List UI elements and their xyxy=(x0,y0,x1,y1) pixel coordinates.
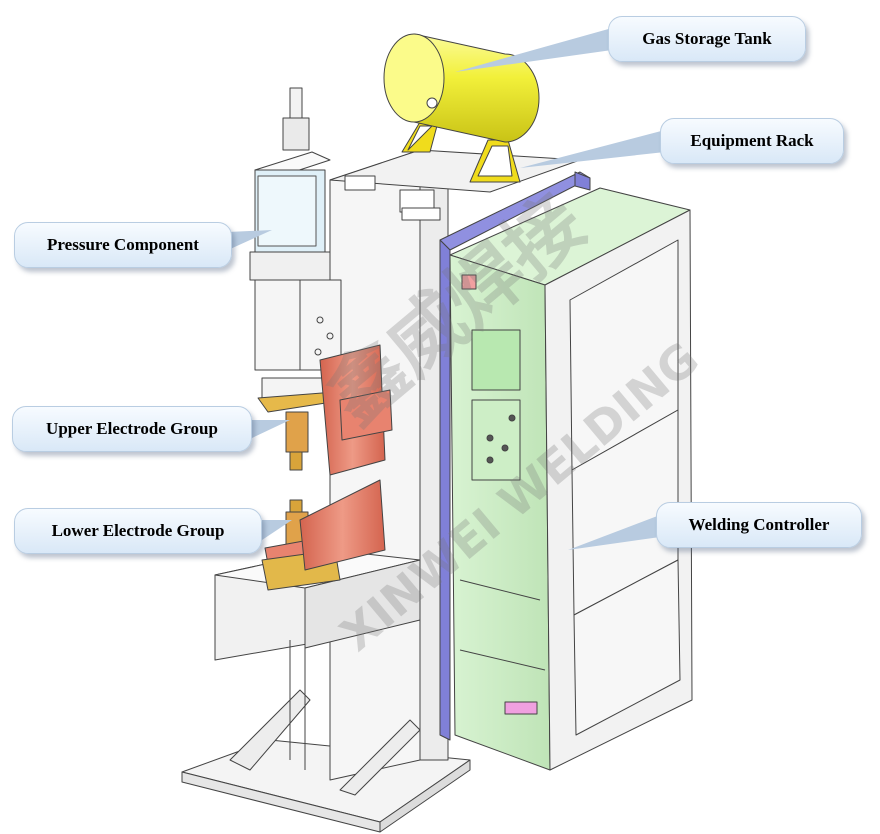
callout-pointers xyxy=(228,28,665,550)
pressure-component xyxy=(249,87,342,371)
label-welding-controller: Welding Controller xyxy=(656,502,862,548)
label-pressure-component: Pressure Component xyxy=(14,222,232,268)
welding-controller xyxy=(449,187,693,771)
lower-electrode-group xyxy=(261,479,386,591)
label-equipment-rack: Equipment Rack xyxy=(660,118,844,164)
label-gas-storage-tank: Gas Storage Tank xyxy=(608,16,806,62)
label-lower-electrode-group: Lower Electrode Group xyxy=(14,508,262,554)
equipment-rack xyxy=(439,171,591,741)
label-upper-electrode-group: Upper Electrode Group xyxy=(12,406,252,452)
upper-electrode-group xyxy=(257,344,393,476)
main-frame xyxy=(214,149,581,796)
